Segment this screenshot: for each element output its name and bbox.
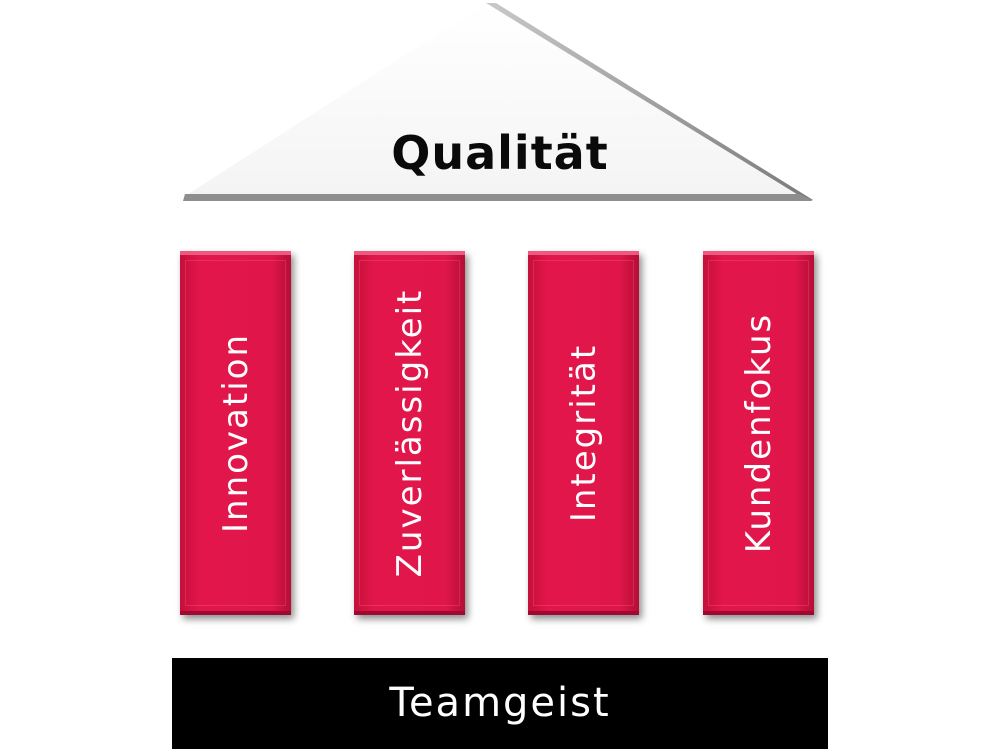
pillar-integritaet: Integrität bbox=[528, 251, 639, 615]
pillar-label: Kundenfokus bbox=[738, 312, 779, 554]
pillar-label: Integrität bbox=[563, 343, 604, 523]
roof-bottom-edge bbox=[183, 194, 813, 201]
roof bbox=[183, 3, 813, 201]
pillar-label: Innovation bbox=[215, 332, 256, 534]
pillar-zuverlaessigkeit: Zuverlässigkeit bbox=[354, 251, 465, 615]
foundation-label: Teamgeist bbox=[389, 680, 611, 726]
roof-face bbox=[185, 3, 800, 196]
pillar-kundenfokus: Kundenfokus bbox=[703, 251, 814, 615]
roof-title: Qualität bbox=[391, 126, 609, 180]
pillar-label: Zuverlässigkeit bbox=[389, 288, 430, 578]
pillar-innovation: Innovation bbox=[180, 251, 291, 615]
foundation: Teamgeist bbox=[172, 658, 828, 749]
roof-right-edge bbox=[486, 3, 813, 200]
